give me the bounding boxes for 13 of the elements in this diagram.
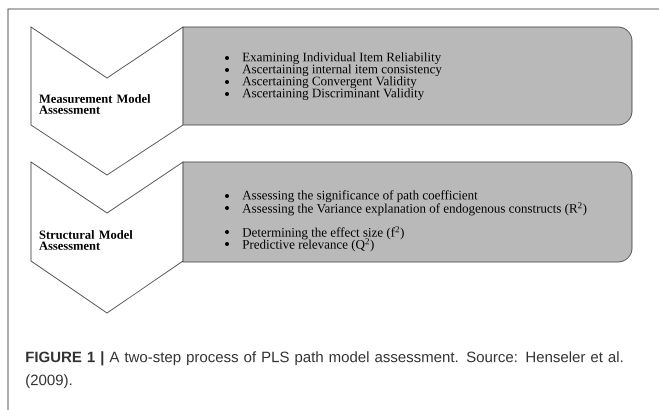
- bullet-item: Predictive relevance (Q$^{2}$): [225, 238, 374, 252]
- bullet-item: Assessing the significance of path coefficient: [225, 190, 478, 202]
- bullet-item: Ascertaining Convergent Validity: [225, 76, 417, 88]
- chevron-step: Structural Model Assessment: [30, 161, 184, 314]
- chevron-step: Measurement Model Assessment: [30, 26, 184, 176]
- content-box: [182, 162, 632, 262]
- bullet-item: Assessing the Variance explanation of endogenous constructs (R$^{2}$): [225, 202, 586, 216]
- bullet-item: Ascertaining Discriminant Validity: [225, 88, 424, 100]
- bullet-item: Ascertaining internal item consistency: [225, 64, 442, 76]
- content-box: [182, 26, 632, 126]
- caption: FIGURE 1 | A two-step process of PLS path model assessment. Source: Henseler et al. (2009).: [26, 351, 622, 388]
- bullet-item: Determining the effect size (f$^{2}$): [225, 226, 404, 240]
- bullet-item: Examining Individual Item Reliability: [225, 52, 442, 64]
